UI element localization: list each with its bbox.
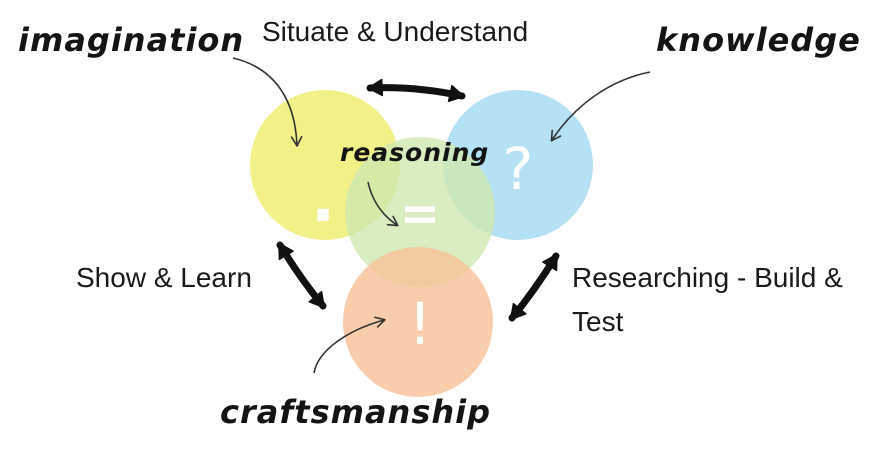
right-process-label-line2: Test [572,306,624,337]
left-process-label: Show & Learn [76,262,252,293]
right-process-label-line1: Researching - Build & [572,262,843,293]
reasoning-label: reasoning [340,138,490,167]
imagination-pointer-arrow [232,57,303,147]
top-process-arrow [366,78,466,103]
reasoning-circle [345,137,495,287]
imagination-label: imagination [18,21,245,59]
left-process-arrow [276,241,327,310]
reasoning-pointer-arrow [367,181,399,227]
craftsmanship-pointer-arrow [313,316,386,374]
right-process-arrow [508,252,560,322]
top-process-label: Situate & Understand [262,16,529,47]
craftsmanship-circle [343,247,493,397]
craftsmanship-label: craftsmanship [220,393,492,431]
knowledge-pointer-arrow [550,71,651,142]
craftsmanship-symbol: ! [408,290,432,358]
reasoning-symbol: = [399,186,441,242]
imagination-symbol: . [310,163,336,237]
knowledge-label: knowledge [656,21,861,59]
knowledge-symbol: ? [502,135,534,203]
